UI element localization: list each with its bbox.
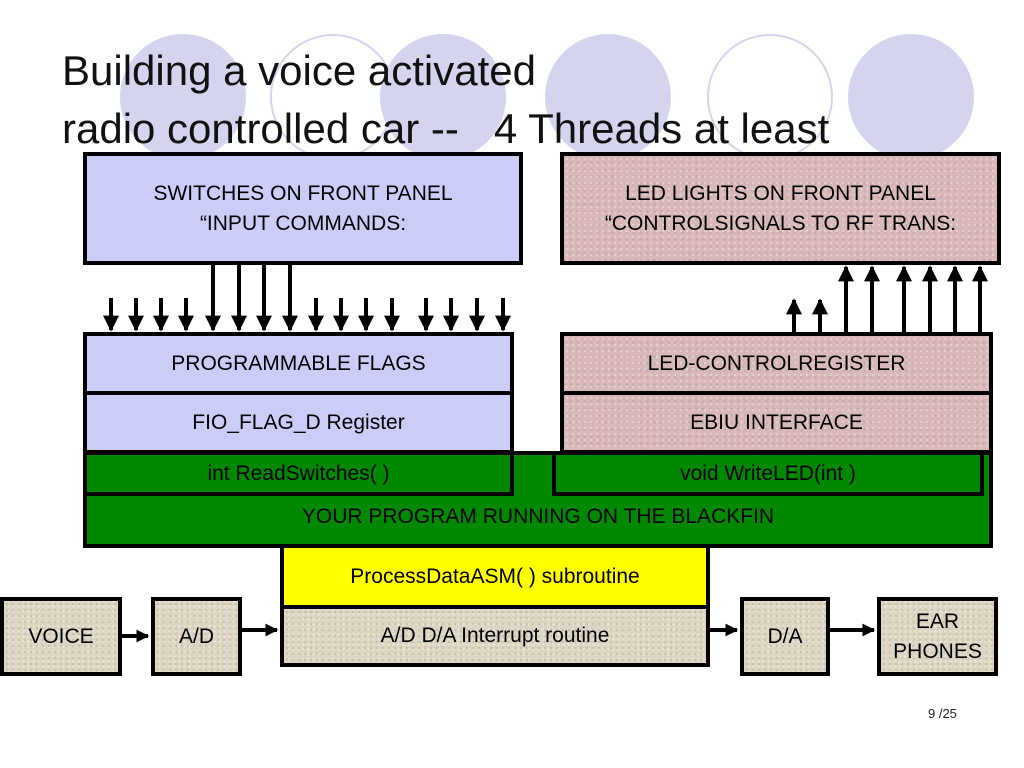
read-switches-block: int ReadSwitches( ) (83, 451, 514, 496)
ear-phones-block: EAR PHONES (877, 597, 998, 676)
ebiu-interface-label: EBIU INTERFACE (690, 410, 863, 434)
decor-circle-1-icon (120, 34, 246, 160)
led-control-register-label: LED-CONTROLREGISTER (647, 351, 906, 375)
write-led-label: void WriteLED(int ) (680, 461, 856, 485)
switches-panel: SWITCHES ON FRONT PANEL “INPUT COMMANDS: (83, 152, 523, 265)
led-lights-line2: “CONTROLSIGNALS TO RF TRANS: (604, 211, 957, 235)
read-switches-label: int ReadSwitches( ) (207, 461, 390, 485)
led-lights-panel: LED LIGHTS ON FRONT PANEL “CONTROLSIGNAL… (560, 152, 1001, 265)
process-data-block: ProcessDataASM( ) subroutine (280, 544, 710, 609)
voice-label: VOICE (28, 624, 94, 648)
da-label: D/A (767, 624, 803, 648)
switches-line1: SWITCHES ON FRONT PANEL (153, 181, 453, 205)
interrupt-routine-label: A/D D/A Interrupt routine (380, 624, 610, 647)
switch-signal-arrows (103, 265, 511, 332)
switches-line2: “INPUT COMMANDS: (199, 211, 407, 235)
ear-phones-line2: PHONES (893, 639, 982, 663)
led-lights-line1: LED LIGHTS ON FRONT PANEL (625, 181, 936, 205)
fio-flag-register-label: FIO_FLAG_D Register (192, 410, 405, 434)
programmable-flags-label: PROGRAMMABLE FLAGS (171, 351, 426, 375)
slide-title-line1: Building a voice activated (62, 47, 536, 94)
ad-label: A/D (178, 624, 214, 648)
chain-arrows (122, 623, 876, 643)
decor-circle-6-icon (848, 34, 974, 160)
ad-block: A/D (151, 597, 242, 676)
slide-title: Building a voice activated radio control… (62, 42, 829, 158)
write-led-block: void WriteLED(int ) (552, 451, 984, 496)
interrupt-routine-block: A/D D/A Interrupt routine (280, 605, 710, 667)
led-signal-arrows (786, 265, 988, 332)
page-number: 9 /25 (928, 706, 957, 721)
process-data-label: ProcessDataASM( ) subroutine (350, 564, 640, 588)
ebiu-interface-block: EBIU INTERFACE (560, 391, 993, 454)
decor-circle-3-icon (380, 34, 506, 160)
ear-phones-line1: EAR (915, 609, 960, 633)
decor-circle-4-icon (545, 34, 671, 160)
voice-block: VOICE (0, 597, 122, 676)
your-program-label: YOUR PROGRAM RUNNING ON THE BLACKFIN (301, 505, 775, 528)
slide-title-line2: radio controlled car -- 4 Threads at lea… (62, 105, 830, 152)
da-block: D/A (740, 597, 830, 676)
